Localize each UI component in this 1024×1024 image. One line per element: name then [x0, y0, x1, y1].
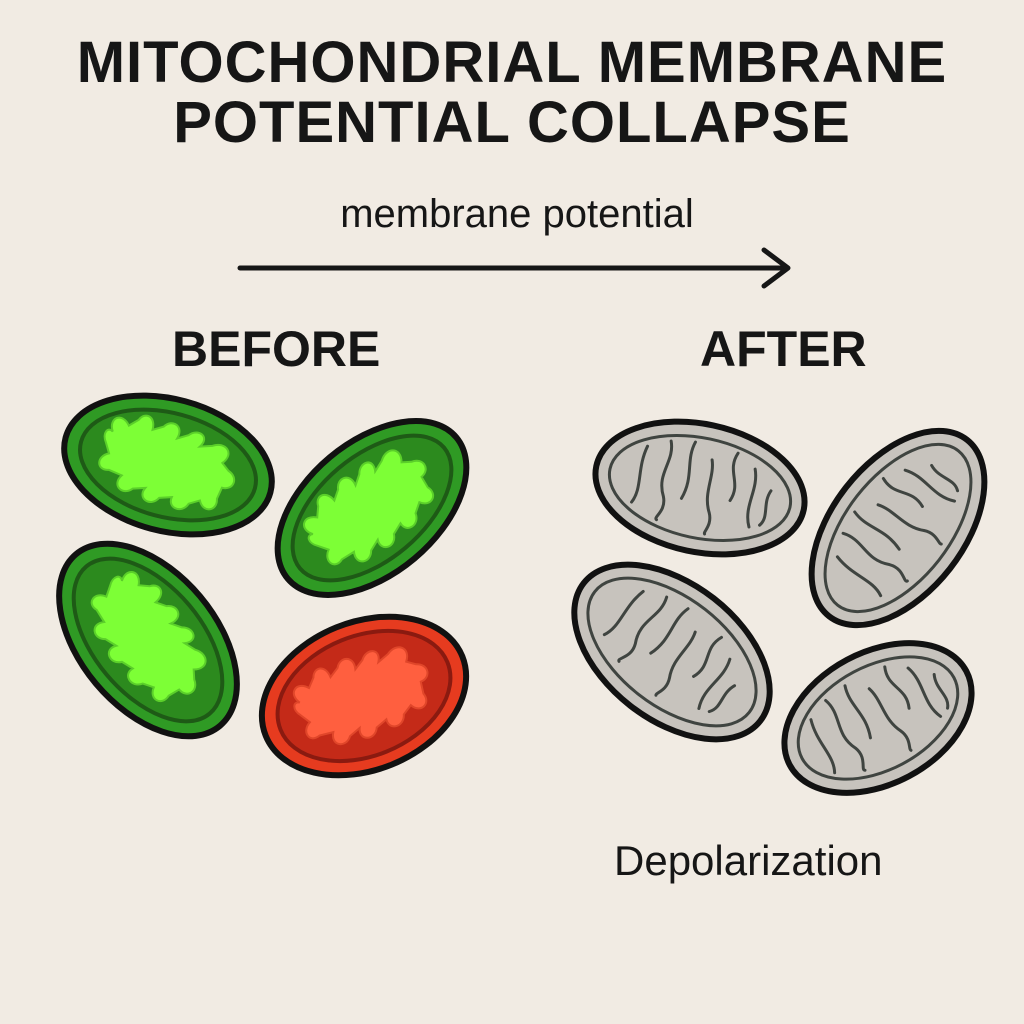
mitochondrion-red	[258, 613, 470, 779]
after-label: AFTER	[700, 321, 867, 377]
title-line-2: POTENTIAL COLLAPSE	[173, 90, 851, 155]
title-line-1: MITOCHONDRIAL MEMBRANE	[76, 30, 948, 95]
mitochondrion-gray-3	[571, 561, 773, 743]
before-label: BEFORE	[172, 321, 381, 377]
after-panel	[571, 418, 988, 796]
mitochondrion-gray-4	[781, 640, 975, 796]
mitochondrion-green-3	[56, 540, 240, 740]
mitochondrion-gray-2	[808, 427, 988, 629]
arrow-right-icon	[237, 247, 791, 289]
mitochondrion-green-1	[61, 392, 275, 538]
mitochondrion-green-2	[274, 418, 470, 598]
mitochondrion-gray-1	[592, 418, 808, 558]
arrow-label: membrane potential	[340, 192, 694, 236]
depolarization-caption: Depolarization	[614, 837, 883, 884]
before-panel	[56, 392, 470, 779]
